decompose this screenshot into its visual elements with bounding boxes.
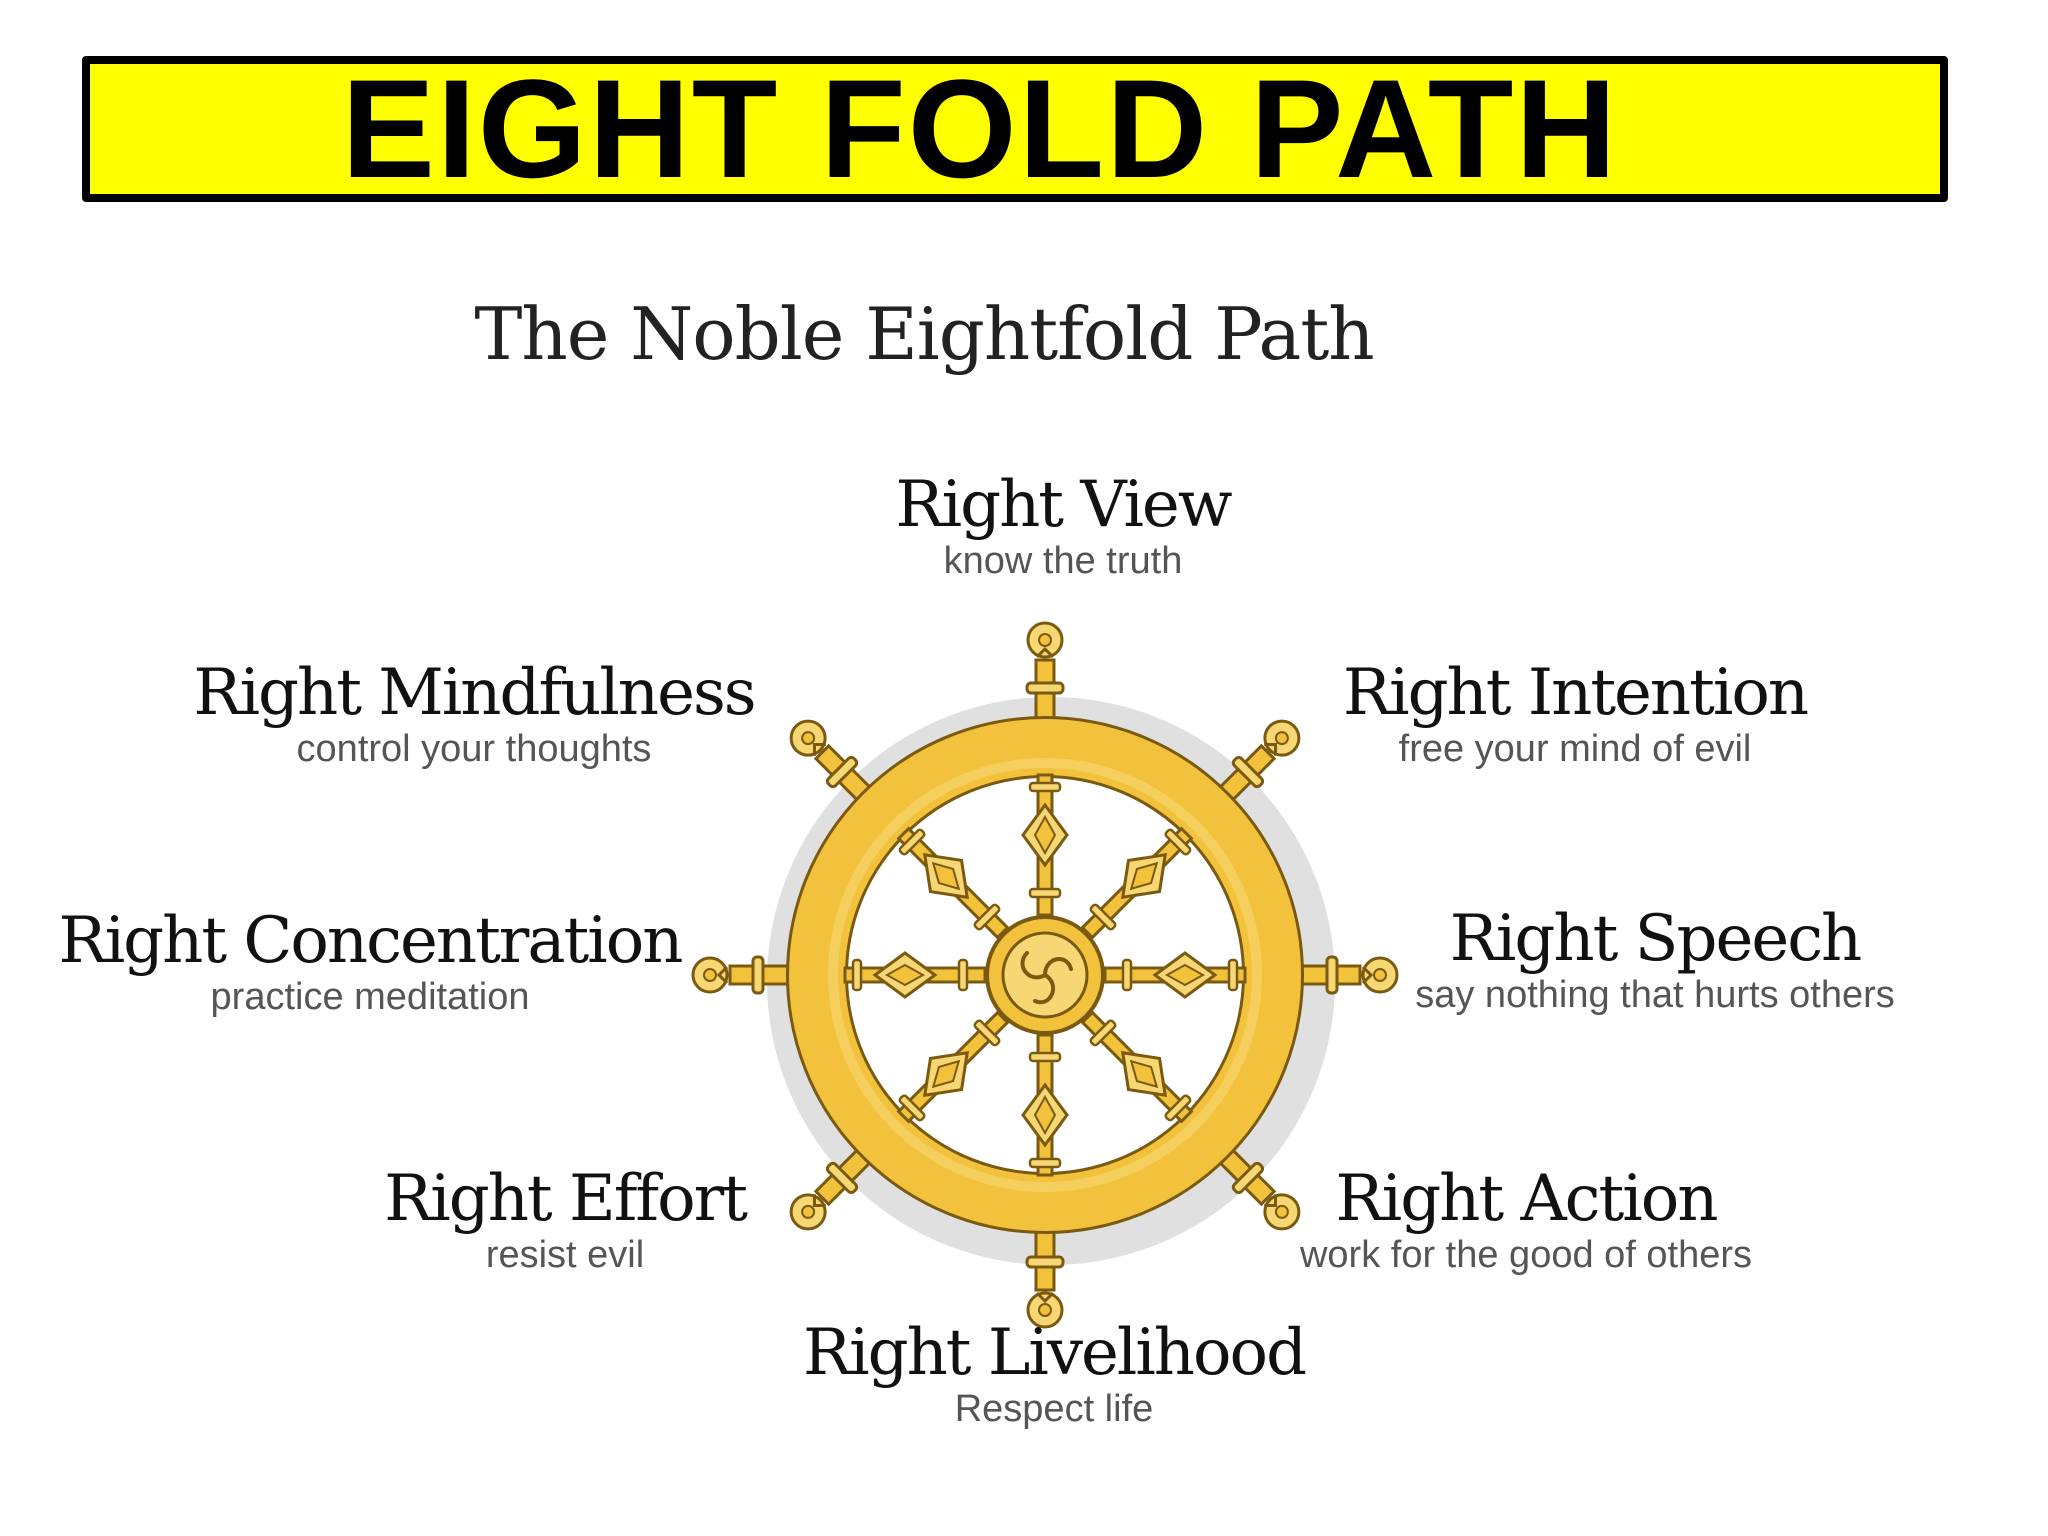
path-description: say nothing that hurts others [1415, 974, 1895, 1017]
path-name: Right View [895, 468, 1232, 542]
diagram-subtitle: The Noble Eightfold Path [474, 292, 1374, 376]
path-name: Right Intention [1342, 656, 1809, 730]
path-right-view: Right View know the truth [895, 468, 1232, 585]
path-description: resist evil [485, 1234, 645, 1277]
path-right-intention: Right Intention free your mind of evil [1342, 656, 1809, 773]
gankyil-icon [1020, 951, 1073, 1005]
path-description: practice meditation [210, 976, 530, 1019]
dharma-wheel-icon [691, 621, 1399, 1329]
path-description: free your mind of evil [1398, 728, 1752, 771]
title-banner: EIGHT FOLD PATH [82, 56, 1948, 202]
path-name: Right Action [1335, 1162, 1719, 1236]
path-right-speech: Right Speech say nothing that hurts othe… [1415, 902, 1895, 1019]
path-name: Right Mindfulness [193, 656, 756, 730]
path-right-effort: Right Effort resist evil [384, 1162, 748, 1279]
path-right-livelihood: Right Livelihood Respect life [802, 1316, 1307, 1433]
path-name: Right Livelihood [802, 1316, 1307, 1390]
path-description: control your thoughts [296, 728, 652, 771]
path-description: work for the good of others [1299, 1234, 1753, 1277]
path-description: Respect life [954, 1388, 1154, 1431]
path-name: Right Effort [384, 1162, 748, 1236]
path-description: know the truth [943, 540, 1183, 583]
page-title: EIGHT FOLD PATH [341, 50, 1619, 207]
path-name: Right Speech [1449, 902, 1863, 976]
path-right-mindfulness: Right Mindfulness control your thoughts [193, 656, 756, 773]
path-right-action: Right Action work for the good of others [1299, 1162, 1753, 1279]
path-right-concentration: Right Concentration practice meditation [58, 904, 684, 1021]
path-name: Right Concentration [58, 904, 684, 978]
